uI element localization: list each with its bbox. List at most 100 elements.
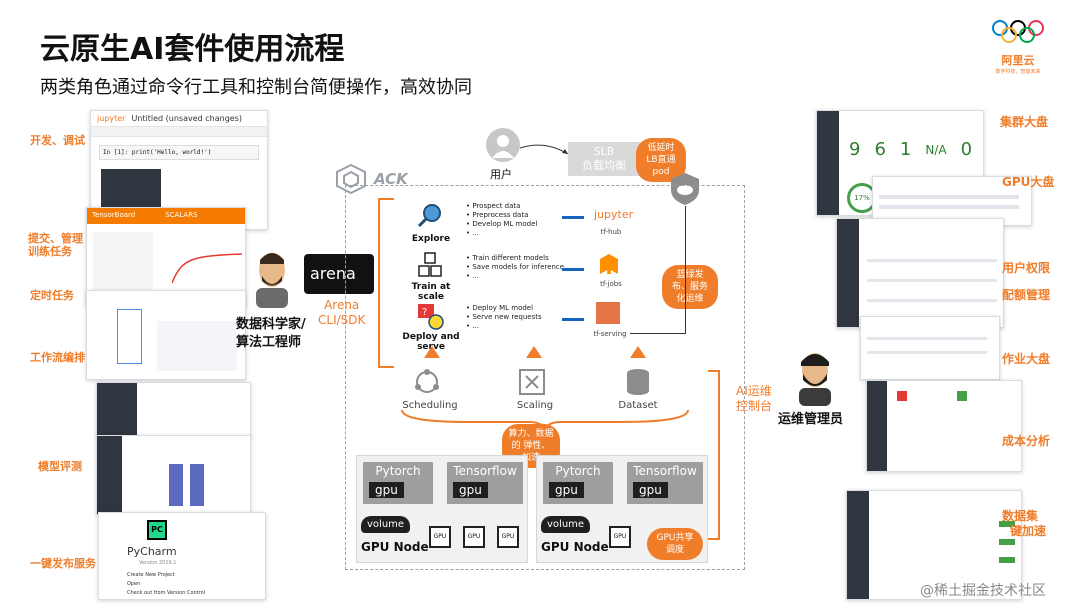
node2-label: GPU Node [541, 540, 609, 554]
scheduling-icon [413, 368, 441, 396]
olympic-rings-icon [992, 20, 1044, 43]
left-label-dev: 开发、调试 [30, 134, 85, 147]
node1-label: GPU Node [361, 540, 429, 554]
ack-cluster-boundary [345, 185, 745, 570]
page-subtitle: 两类角色通过命令行工具和控制台简便操作，高效协同 [40, 77, 472, 98]
dataset-screenshot [846, 490, 1022, 600]
explore-label: Explore [411, 234, 451, 244]
scaling-icon [518, 368, 546, 396]
dataset-label: Dataset [618, 400, 658, 411]
explore-item-1: • Prospect data [466, 202, 521, 210]
right-label-quota: 配额管理 [1002, 288, 1051, 302]
up-arrow-2 [526, 346, 542, 358]
train-icon [416, 252, 444, 280]
cloud-lb: 低延时 LB直通pod [636, 138, 686, 182]
gpu-dashboard-screenshot [872, 176, 1032, 226]
arrow-deploy [562, 318, 584, 321]
node1-fw2-gpu: gpu [453, 482, 488, 498]
scheduling-label: Scheduling [402, 400, 458, 411]
explore-icon [416, 202, 444, 230]
arrow-train [562, 268, 584, 271]
scientist-label: 数据科学家/ 算法工程师 [236, 317, 306, 350]
node2-fw1-gpu: gpu [549, 482, 584, 498]
arena-logo: arena [304, 254, 374, 294]
arena-label-2: CLI/SDK [318, 313, 366, 327]
ai-console-label: AI运维 控制台 [736, 384, 772, 414]
explore-item-2: • Preprocess data [466, 211, 529, 219]
slb-subtitle: 负载均衡 [582, 159, 626, 172]
train-item-3: • ... [466, 272, 480, 280]
left-label-cron: 定时任务 [30, 289, 74, 302]
arrow-explore [562, 216, 584, 219]
pycharm-create-button[interactable]: Create New Project [127, 572, 175, 578]
kpi-4: N/A [925, 143, 947, 157]
right-label-cost: 成本分析 [1002, 434, 1051, 448]
tf-jobs-label: tf-jobs [600, 280, 622, 288]
pycharm-icon: PC [147, 520, 167, 540]
node2-chip-1: GPU [609, 526, 631, 548]
right-label-dataset: 数据集 [1002, 509, 1039, 523]
eval-screenshot [96, 435, 251, 515]
ack-label: ACK [374, 170, 408, 188]
pycharm-version: Version 2019.1 [139, 560, 177, 566]
cloud-share-text: GPU共享调度 [656, 533, 694, 555]
pycharm-open-button[interactable]: Open [127, 581, 141, 587]
tab-scalars[interactable]: SCALARS [165, 211, 198, 219]
up-arrow-1 [424, 346, 440, 358]
ops-avatar [793, 348, 837, 406]
kpi-2: 6 [874, 139, 886, 160]
node1-volume: volume [361, 516, 411, 533]
cloud-compute-text: 算力、数据的 弹性、加速 [508, 429, 554, 463]
cron-screenshot [86, 290, 246, 380]
cloud-lb-text: 低延时 LB直通pod [646, 143, 676, 177]
brand-name: 阿里云 [1001, 54, 1035, 67]
node1-chip-1: GPU [429, 526, 451, 548]
right-label-accel: 键加速 [1010, 524, 1047, 538]
slb-title: SLB [593, 145, 615, 158]
right-label-users: 用户权限 [1002, 261, 1051, 275]
right-label-gpu: GPU大盘 [1002, 175, 1055, 189]
notebook-title: Untitled (unsaved changes) [131, 114, 242, 123]
tf-serving-label: tf-serving [593, 330, 627, 338]
kpi-1: 9 [849, 139, 861, 160]
deploy-item-2: • Serve new requests [466, 313, 542, 321]
tf-serving-icon [596, 302, 620, 324]
arrow-user-slb [520, 144, 569, 155]
workflow-screenshot [96, 382, 251, 437]
watermark: @稀土掘金技术社区 [920, 583, 1046, 599]
user-auth-screenshot [836, 218, 1004, 328]
right-label-jobs: 作业大盘 [1002, 352, 1051, 366]
ai-console-line1: AI运维 [736, 384, 772, 398]
user-label: 用户 [490, 168, 512, 181]
left-label-deploy: 一键发布服务 [30, 557, 96, 570]
tensorflow-icon [600, 254, 618, 274]
train-item-2: • Save models for inference [466, 263, 565, 271]
brand-tagline: 数字科技，智能未来 [995, 69, 1041, 75]
svg-text:?: ? [422, 307, 427, 318]
code-cell: In [1]: print('Hello, world!') [99, 145, 259, 160]
node1-fw1-gpu: gpu [369, 482, 404, 498]
dataset-icon [624, 368, 652, 396]
deploy-icon: ? [416, 302, 444, 330]
jupyter-icon: jupyter [594, 208, 634, 221]
console-bracket [708, 370, 720, 540]
cloud-release-text: 蓝绿发布、服务化运维 [671, 270, 708, 304]
pycharm-vcs-button[interactable]: Check out from Version Control [127, 590, 206, 596]
up-arrow-3 [630, 346, 646, 358]
train-label: Train at scale [411, 282, 451, 302]
pipeline-panel: Explore • Prospect data • Preprocess dat… [396, 196, 646, 352]
pycharm-name: PyCharm [127, 545, 177, 558]
cloud-release: 蓝绿发布、服务化运维 [662, 265, 718, 309]
pipeline-bracket [378, 198, 394, 368]
node2-volume: volume [541, 516, 591, 533]
explore-item-3: • Develop ML model [466, 220, 538, 228]
scientist-avatar [250, 248, 294, 308]
tensorboard-logo: TensorBoard [92, 211, 136, 219]
accuracy-curve [172, 253, 242, 284]
left-label-workflow: 工作流编排 [30, 351, 85, 364]
arena-label: Arena CLI/SDK [318, 298, 365, 328]
pycharm-screenshot: PC PyCharm Version 2019.1 Create New Pro… [98, 512, 266, 600]
ai-console-line2: 控制台 [736, 399, 773, 413]
job-dashboard-screenshot [860, 316, 1000, 380]
node1-chip-3: GPU [497, 526, 519, 548]
